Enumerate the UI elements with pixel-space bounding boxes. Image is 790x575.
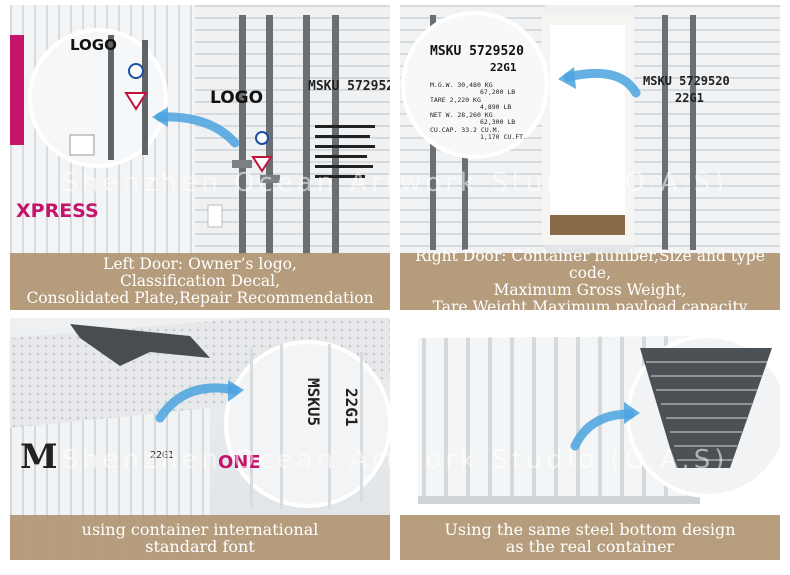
caption-right-door: Right Door: Container number,Size and ty…: [400, 247, 780, 310]
brand-text: XPRESS: [16, 200, 99, 222]
svg-text:1,170 CU.FT.: 1,170 CU.FT.: [480, 133, 527, 141]
type-code-door: 22G1: [675, 91, 704, 105]
caption-steel-bottom: Using the same steel bottom design as th…: [400, 515, 780, 560]
arrow-icon: [570, 409, 635, 451]
svg-text:67,200 LB: 67,200 LB: [480, 88, 515, 96]
container-number-door: MSKU 5729520: [643, 74, 730, 88]
type-code-zoom: 22G1: [490, 61, 517, 74]
vertical-code-zoom: 22G1: [342, 388, 361, 427]
svg-text:62,300 LB: 62,300 LB: [480, 118, 515, 126]
arrow-icon: [155, 112, 240, 148]
vertical-code: 22G1: [150, 450, 174, 461]
repair-plate: [207, 204, 223, 228]
caption-line: Right Door: Container number,Size and ty…: [415, 246, 765, 282]
classification-decal-zoom-icon: [128, 63, 144, 79]
container-number-door: MSKU 5729520: [308, 79, 390, 94]
caption-line: Using the same steel bottom design: [444, 519, 736, 539]
svg-text:TARE 2,220 KG: TARE 2,220 KG: [430, 96, 481, 104]
caption-line: as the real container: [505, 536, 675, 556]
warning-triangle-zoom-icon: [124, 92, 148, 111]
steel-floor-underside: [640, 348, 772, 468]
left-door-illustration: LOGO MSKU 5729520 XPRESS LOGO: [10, 5, 390, 255]
caption-line: Maximum Gross Weight,: [493, 280, 687, 299]
caption-line: using container international: [81, 519, 319, 539]
logo-text-zoom: LOGO: [70, 36, 117, 54]
warning-triangle-icon: [251, 156, 273, 173]
panel-standard-font: M 22G1 MSKU5 22G1 ONE using container in…: [10, 318, 390, 560]
plate-text-lines: [315, 125, 375, 178]
zoom-circle: LOGO: [28, 28, 168, 168]
caption-line: Classification Decal,: [119, 272, 281, 290]
vertical-number: MSKU5: [304, 378, 323, 426]
arrow-icon: [155, 383, 240, 423]
zoom-circle: MSKU5 22G1: [224, 340, 390, 509]
caption-left-door: Left Door: Owner’s logo, Classification …: [10, 253, 390, 310]
right-door-illustration: MSKU 5729520 22G1 MSKU 5729520 22G1 M.G.…: [400, 5, 780, 255]
svg-text:M.G.W. 30,480 KG: M.G.W. 30,480 KG: [430, 81, 493, 89]
zoom-circle: [626, 334, 780, 498]
svg-text:NET W. 28,260 KG: NET W. 28,260 KG: [430, 111, 493, 119]
caption-line: standard font: [145, 536, 255, 556]
lifting-strap: [70, 324, 210, 366]
container-side: [418, 336, 700, 503]
caption-standard-font: using container international standard f…: [10, 515, 390, 560]
data-plate: M.G.W. 30,480 KG 67,200 LB TARE 2,220 KG…: [430, 81, 527, 141]
caption-line: Consolidated Plate,Repair Recommendation: [26, 289, 374, 307]
brand-stripe: [10, 35, 24, 145]
svg-text:CU.CAP. 33.2 CU.M.: CU.CAP. 33.2 CU.M.: [430, 126, 500, 134]
logo-text-door: LOGO: [210, 88, 263, 108]
panel-steel-bottom: Using the same steel bottom design as th…: [400, 318, 780, 560]
container-number-zoom: MSKU 5729520: [430, 44, 524, 59]
panel-right-door: MSKU 5729520 22G1 MSKU 5729520 22G1 M.G.…: [400, 5, 780, 310]
panel-left-door: LOGO MSKU 5729520 XPRESS LOGO Left Door:…: [10, 5, 390, 310]
consolidated-plate: [69, 134, 95, 156]
classification-decal-icon: [255, 131, 269, 145]
caption-line: Tare Weight,Maximum payload,capacity: [432, 297, 748, 310]
svg-text:4,890 LB: 4,890 LB: [480, 103, 511, 111]
caption-line: Left Door: Owner’s logo,: [103, 255, 297, 273]
brand-text: ONE: [218, 452, 261, 473]
wooden-floor: [550, 215, 625, 235]
arrow-icon: [563, 68, 641, 98]
zoom-circle: MSKU 5729520 22G1 M.G.W. 30,480 KG 67,20…: [401, 11, 549, 159]
big-letter: M: [20, 437, 58, 477]
